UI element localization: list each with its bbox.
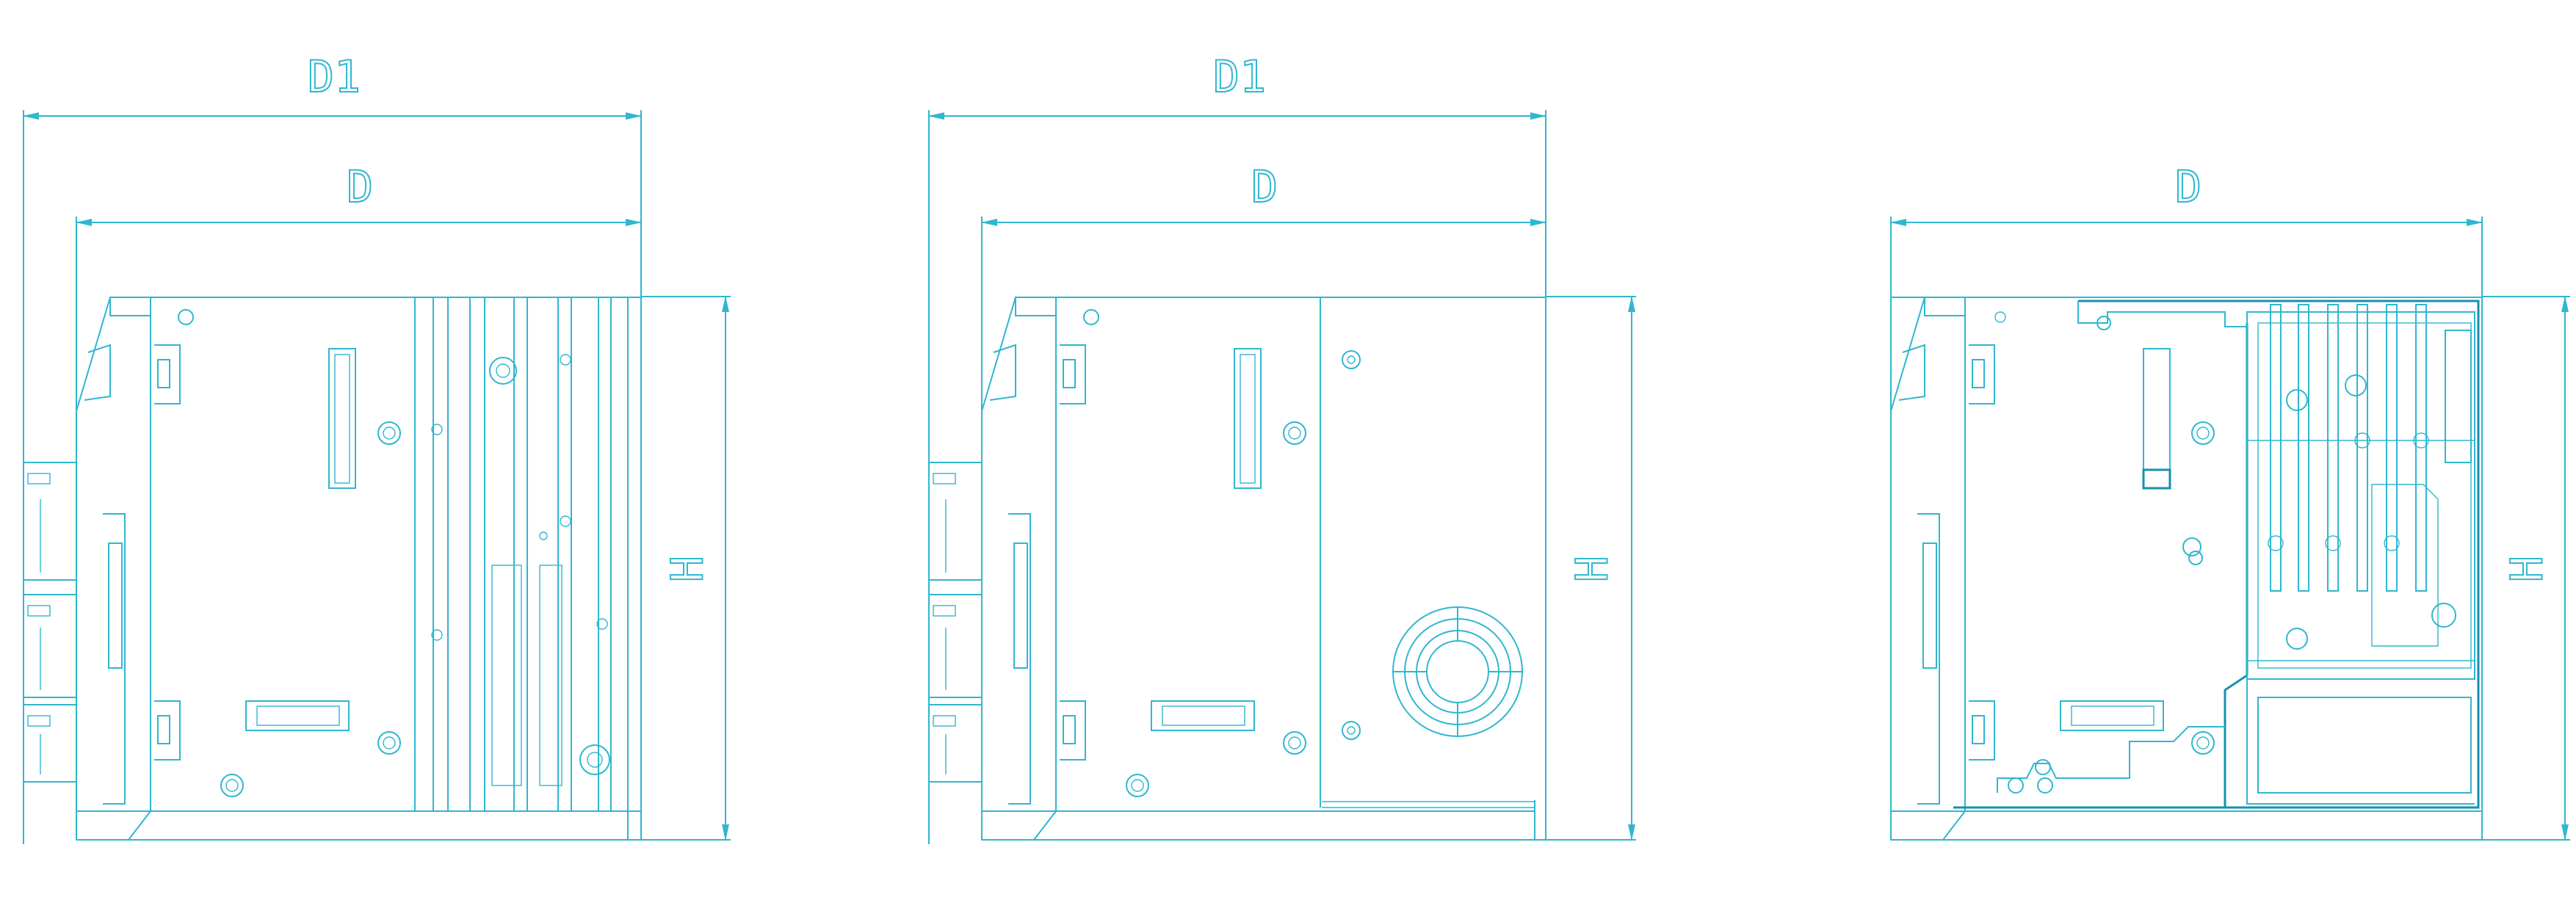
label-h: H <box>2502 556 2553 582</box>
device-body <box>1890 297 2483 841</box>
device-body <box>928 297 1546 841</box>
label-h: H <box>662 556 714 582</box>
dimension-d: D <box>76 161 642 411</box>
view-3: D H <box>1890 161 2570 841</box>
fan-grille <box>1392 606 1523 737</box>
label-d: D <box>1251 162 1278 213</box>
label-h: H <box>1567 556 1618 582</box>
view-2: D1 D H <box>928 51 1636 844</box>
dimension-d: D <box>1890 161 2483 297</box>
label-d1: D1 <box>1213 51 1266 103</box>
dimension-h: H <box>641 296 731 841</box>
dimension-h: H <box>1546 296 1636 841</box>
dimension-h: H <box>2482 296 2570 841</box>
label-d: D <box>347 162 373 213</box>
label-d: D <box>2175 162 2201 213</box>
label-d1: D1 <box>308 51 361 103</box>
view-1: D1 D H <box>23 51 731 844</box>
dimension-d: D <box>981 161 1546 411</box>
device-body <box>23 297 642 841</box>
